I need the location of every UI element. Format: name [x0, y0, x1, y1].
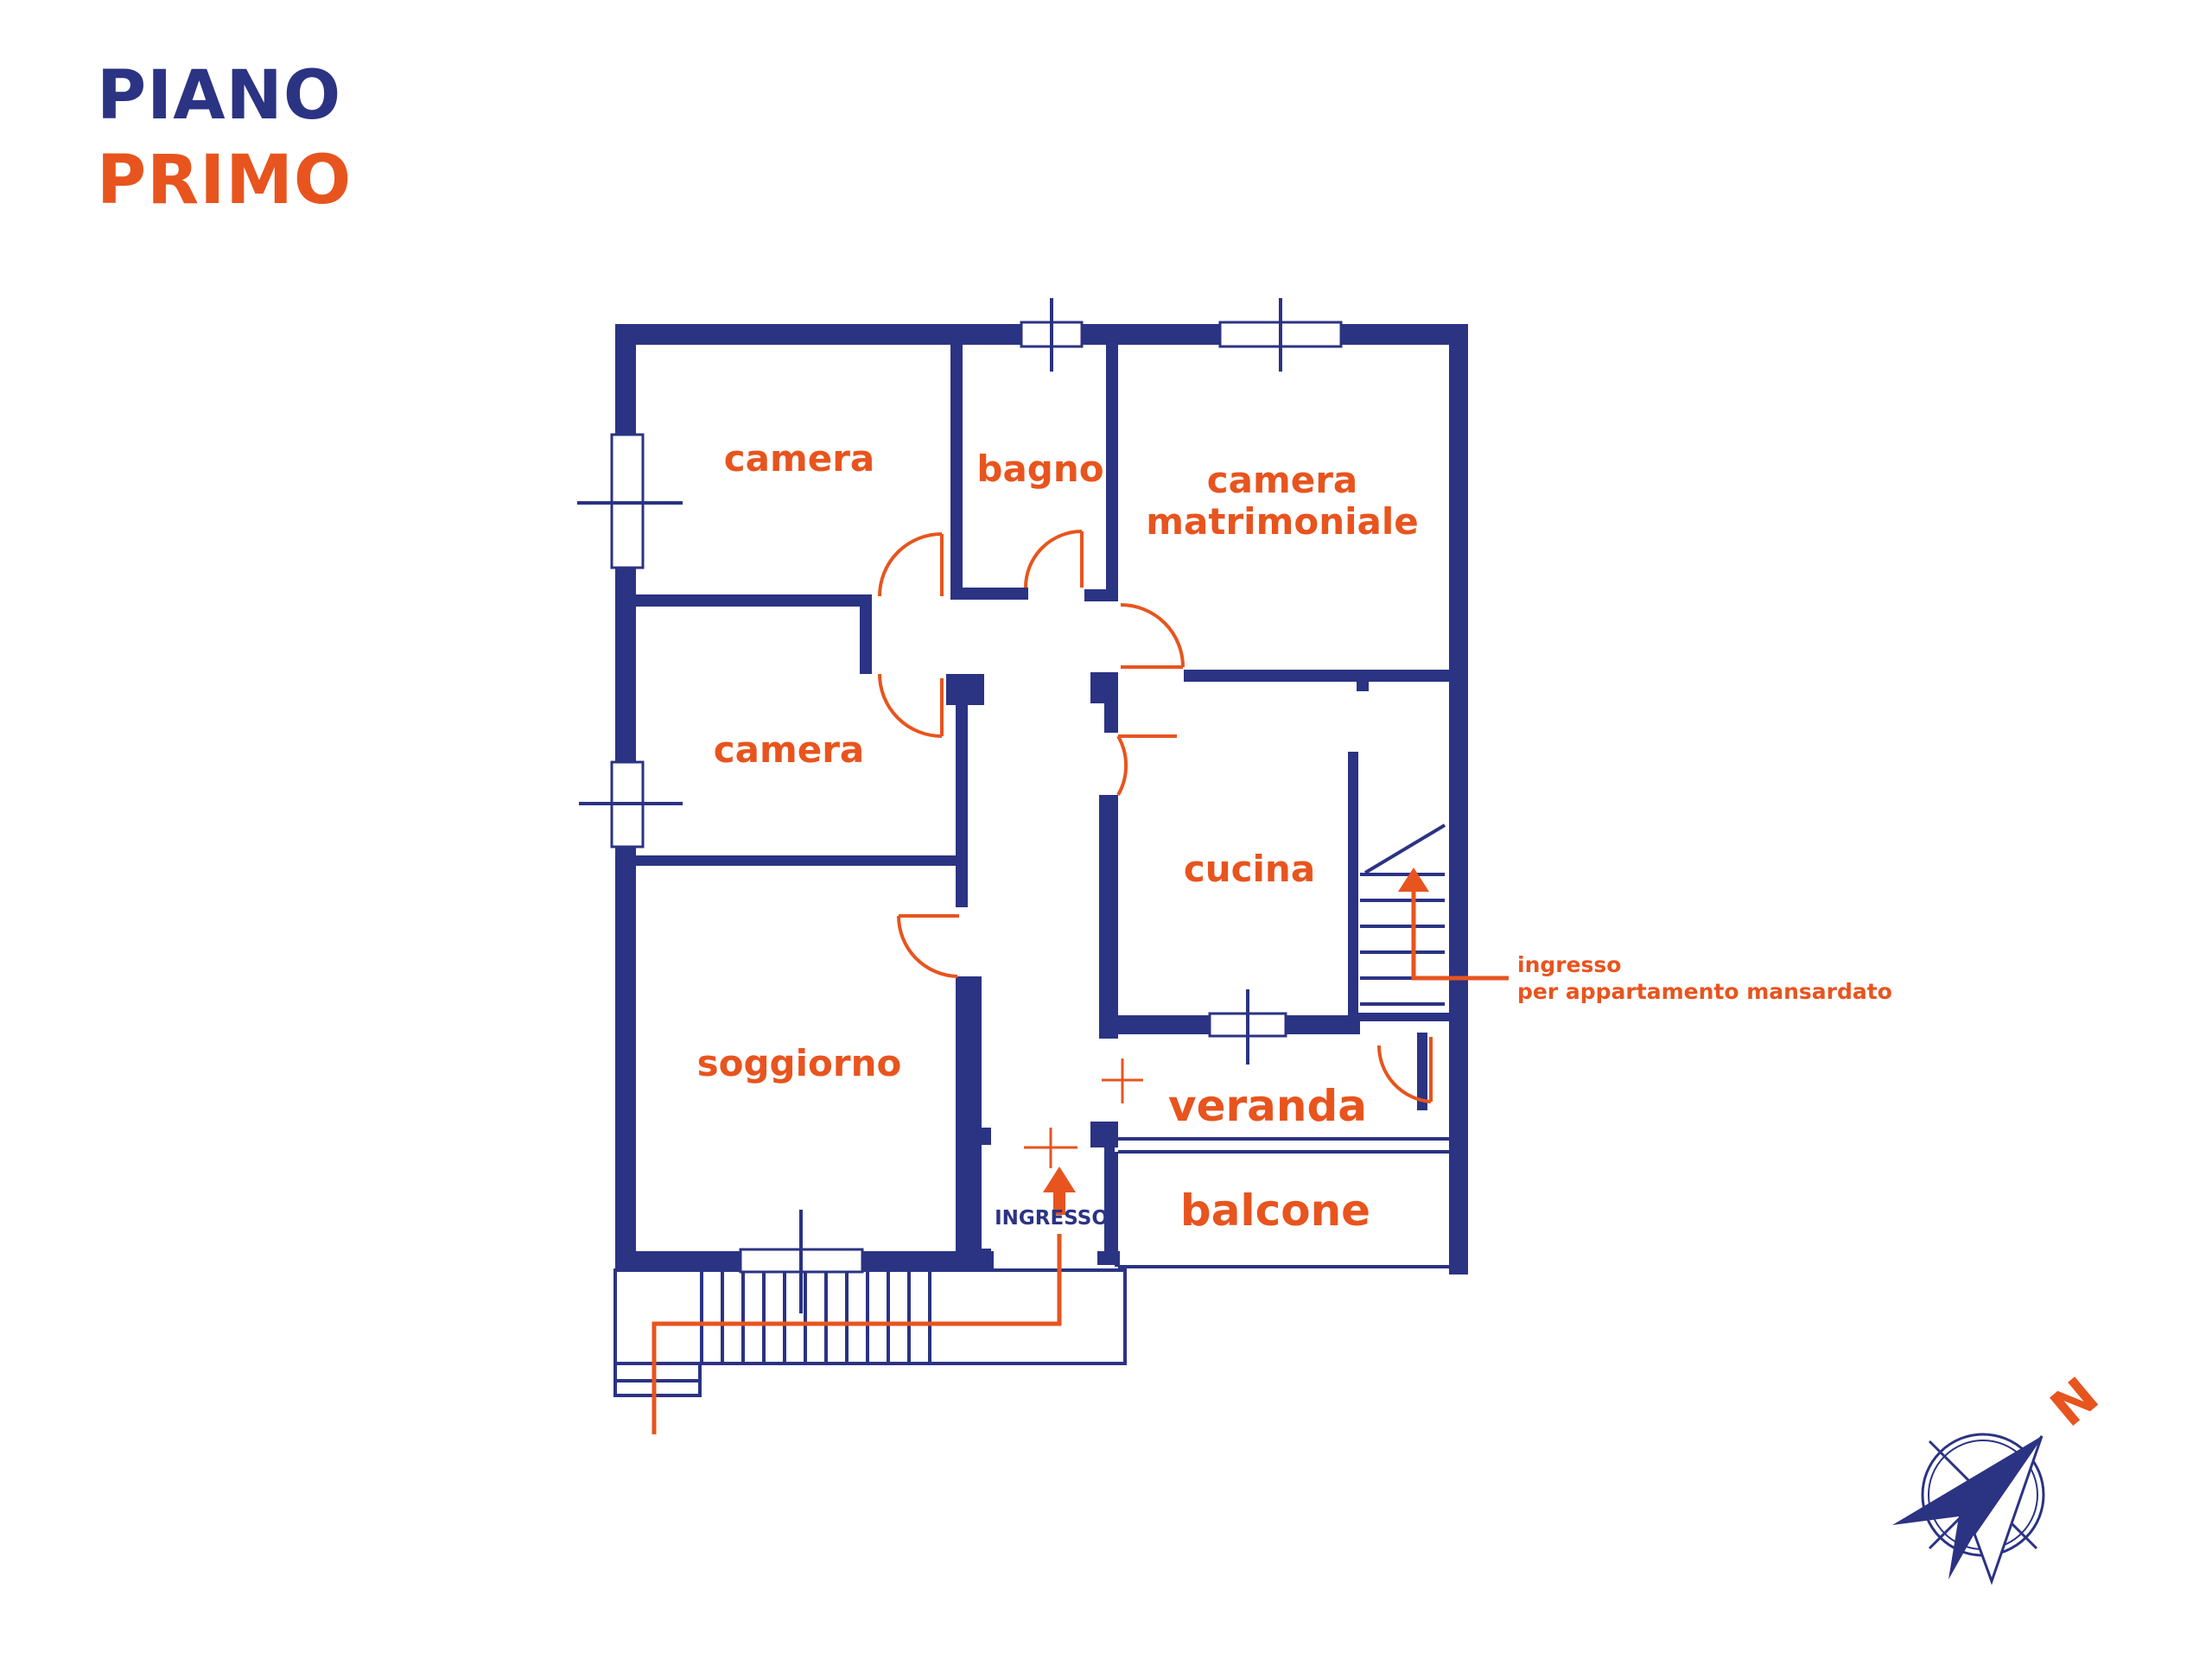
door-matrimoniale: [1120, 603, 1185, 669]
entrance-arrow-stem: [1053, 1191, 1065, 1215]
compass-north-letter: N: [2039, 1366, 2109, 1438]
wall-cucina-stub: [1357, 676, 1369, 691]
wall-left-3: [615, 847, 636, 1266]
door-camera-middle: [878, 673, 944, 738]
side-entrance-label-2: per appartamento mansardato: [1517, 979, 1892, 1004]
wall-top-left: [615, 324, 1021, 345]
room-label-veranda: veranda: [1168, 1081, 1367, 1131]
wall-corridor-right-3: [1099, 795, 1118, 1039]
wall-top-mid: [1082, 324, 1220, 345]
door-veranda: [1376, 1037, 1433, 1103]
side-entrance-arrow-icon: [1398, 868, 1429, 892]
door-soggiorno: [897, 914, 959, 978]
room-label-matrimoniale-2: matrimoniale: [1146, 500, 1418, 543]
room-label-soggiorno: soggiorno: [697, 1042, 902, 1084]
wall-veranda-right: [1417, 1033, 1427, 1110]
wall-camera-bagno: [950, 342, 963, 598]
entrance-markers: [1024, 1058, 1143, 1168]
inner-stair-diagonal: [1363, 823, 1446, 874]
wall-top-right: [1341, 324, 1468, 345]
wall-ingresso-right: [1104, 1147, 1115, 1260]
wall-stair-bottom: [1358, 1013, 1452, 1021]
compass-needle: [1892, 1436, 2042, 1581]
wall-corridor-left-3: [956, 976, 982, 1270]
wall-ingresso-left: [972, 1249, 991, 1266]
wall-camera-camera-stub: [860, 594, 872, 674]
wall-left-2: [615, 568, 636, 762]
door-bagno: [1024, 530, 1084, 588]
wall-cucina-bottom-2: [1286, 1015, 1360, 1034]
wall-bottom-1: [615, 1251, 741, 1268]
wall-camera-camera: [636, 594, 871, 607]
room-label-matrimoniale-1: camera: [1207, 459, 1358, 501]
wall-left-1: [615, 324, 636, 435]
room-label-balcone: balcone: [1180, 1185, 1370, 1236]
ingresso-label: INGRESSO: [995, 1207, 1109, 1230]
wall-cucina-stair: [1348, 752, 1358, 1033]
walls: [615, 324, 1468, 1274]
side-entrance-path: [1411, 892, 1509, 981]
room-label-bagno: bagno: [976, 448, 1103, 490]
room-label-camera-top: camera: [724, 437, 875, 480]
title-piano: PIANO: [97, 57, 342, 135]
wall-bagno-bottom: [950, 588, 1028, 600]
room-label-camera-middle: camera: [714, 728, 865, 771]
wall-bagno-matrimoniale: [1106, 342, 1118, 601]
compass-needle-light: [1973, 1435, 2044, 1586]
wall-corridor-right-4: [1090, 1122, 1118, 1147]
external-stair-steps: [700, 1270, 931, 1363]
title-primo: PRIMO: [97, 142, 353, 219]
wall-corridor-left-4: [972, 1128, 991, 1145]
internal-stair-steps: [1360, 873, 1445, 1006]
room-label-cucina: cucina: [1184, 848, 1315, 890]
wall-cucina-bottom-1: [1099, 1015, 1210, 1034]
wall-bagno-stub: [1084, 589, 1118, 601]
landing-outline: [613, 1268, 1127, 1397]
wall-right: [1449, 324, 1468, 1274]
entrance-path: [652, 1234, 1062, 1434]
compass-rose-icon: [1892, 1433, 2045, 1586]
wall-matrimoniale-bottom: [1184, 670, 1452, 682]
entrance-arrow-icon: [1043, 1166, 1076, 1192]
door-cucina: [1116, 734, 1177, 796]
wall-corridor-left-2: [956, 674, 968, 907]
doors: [878, 530, 1433, 1103]
side-entrance-label-1: ingresso: [1517, 952, 1621, 977]
wall-ingresso-bottom: [1097, 1251, 1120, 1265]
wall-camera-soggiorno: [636, 855, 964, 866]
windows: [577, 298, 1343, 1313]
door-camera-top: [878, 532, 944, 597]
wall-corridor-right-2: [1104, 672, 1118, 733]
